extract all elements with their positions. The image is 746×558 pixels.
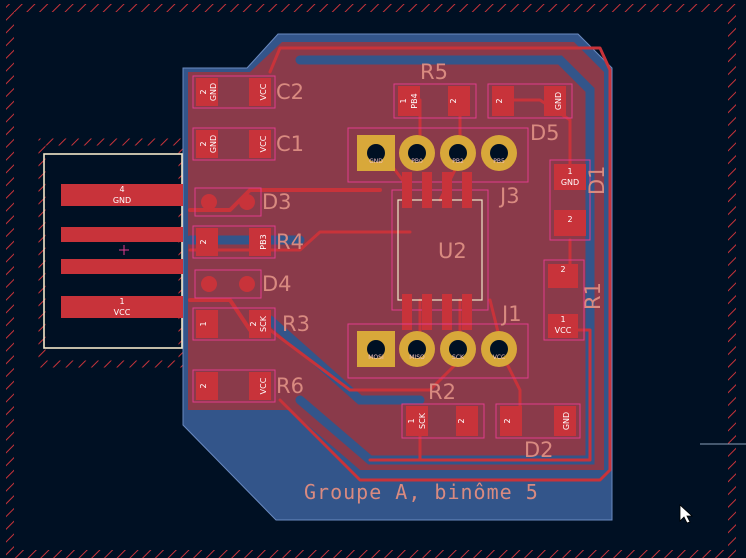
led-d2[interactable]: 2 GND D2 [495,403,581,462]
svg-text:1: 1 [119,297,124,306]
svg-text:1: 1 [560,315,565,324]
svg-text:C2: C2 [276,80,304,104]
cursor-icon [679,504,694,524]
svg-text:C1: C1 [276,132,304,156]
svg-text:PB3: PB3 [259,234,268,249]
svg-text:J3: J3 [498,184,520,208]
svg-text:2: 2 [449,98,458,103]
svg-text:GND: GND [562,412,571,430]
resistor-r2[interactable]: 1 SCK 2 R2 [401,380,485,439]
svg-text:U2: U2 [438,239,467,263]
svg-text:J1: J1 [500,302,522,326]
svg-text:2: 2 [199,141,208,146]
svg-text:1: 1 [407,418,416,423]
svg-text:1: 1 [199,321,208,326]
resistor-r3[interactable]: 1 2 SCK R3 [192,307,310,341]
svg-text:R1: R1 [581,282,605,310]
svg-text:D4: D4 [262,272,292,296]
svg-text:2: 2 [560,265,565,274]
resistor-r5[interactable]: 1 PB4 2 R5 [393,60,477,119]
svg-text:R2: R2 [428,380,456,404]
svg-text:2: 2 [249,321,258,326]
resistor-r6[interactable]: 2 VCC R6 [192,369,304,403]
led-d4[interactable]: D4 [194,269,292,299]
svg-text:2: 2 [199,239,208,244]
led-d5[interactable]: 2 GND D5 [487,83,573,145]
svg-text:PB0: PB0 [411,158,423,165]
led-d3[interactable]: D3 [194,187,292,217]
svg-text:2: 2 [457,418,466,423]
led-d1[interactable]: 1 GND 2 D1 [549,159,609,241]
capacitor-c2[interactable]: 2 GND VCC C2 [192,75,304,109]
svg-text:GND: GND [369,158,383,165]
board-title: Groupe A, binôme 5 [304,480,539,504]
svg-text:SCK: SCK [259,315,268,332]
usb-pad-dplus [61,259,183,274]
svg-text:GND: GND [113,196,131,205]
svg-text:GND: GND [209,83,218,101]
header-j1[interactable]: MOSI MISO SCK VCC J1 [347,302,529,379]
svg-text:SCK: SCK [418,412,427,429]
svg-text:GND: GND [554,92,563,110]
svg-text:2: 2 [567,215,572,224]
svg-text:PB2: PB2 [452,158,464,165]
svg-text:D2: D2 [524,438,554,462]
svg-text:VCC: VCC [114,308,131,317]
ic-u2[interactable]: U2 [391,172,489,330]
svg-text:VCC: VCC [259,83,268,100]
svg-text:R5: R5 [420,60,448,84]
svg-text:4: 4 [119,185,124,194]
svg-text:R3: R3 [282,312,310,336]
svg-text:2: 2 [495,98,504,103]
svg-text:2: 2 [503,418,512,423]
svg-text:MISO: MISO [409,354,425,361]
resistor-r4[interactable]: 2 PB3 R4 [192,225,304,259]
svg-text:2: 2 [199,89,208,94]
svg-text:D3: D3 [262,190,292,214]
svg-text:1: 1 [399,98,408,103]
resistor-r1[interactable]: 2 1 VCC R1 [543,259,605,341]
svg-text:D1: D1 [585,165,609,195]
usb-pad-gnd [61,184,183,206]
svg-text:VCC: VCC [259,135,268,152]
svg-text:D5: D5 [530,121,560,145]
usb-pad-dminus [61,227,183,242]
svg-text:VCC: VCC [259,377,268,394]
svg-text:R4: R4 [276,230,304,254]
svg-text:VCC: VCC [555,326,572,335]
usb-pad-vcc [61,296,183,318]
svg-text:VCC: VCC [493,354,505,361]
svg-text:SCK: SCK [452,354,465,361]
usb-connector: 4 GND 1 VCC [43,153,183,349]
svg-text:GND: GND [209,135,218,153]
capacitor-c1[interactable]: 2 GND VCC C1 [192,127,304,161]
svg-text:1: 1 [567,167,572,176]
header-j3[interactable]: GND PB0 PB2 PB5 J3 [347,127,529,208]
svg-text:PB4: PB4 [410,93,419,108]
svg-text:2: 2 [199,383,208,388]
svg-text:R6: R6 [276,374,304,398]
svg-text:PB5: PB5 [493,158,505,165]
svg-text:MOSI: MOSI [368,354,384,361]
svg-text:GND: GND [561,178,579,187]
